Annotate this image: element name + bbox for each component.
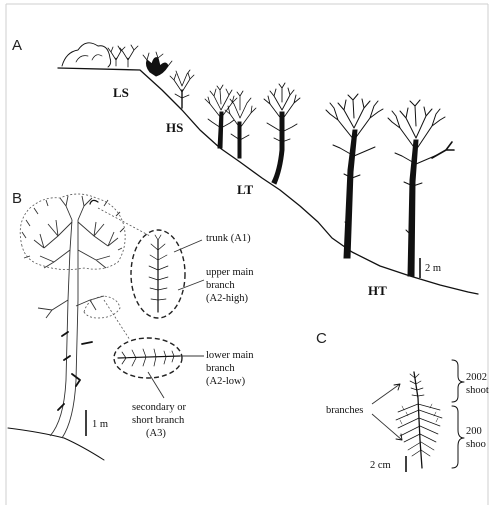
panel-c-shoot xyxy=(396,372,442,468)
ht-tree-2 xyxy=(388,100,454,276)
shoot-bottom-line2: shoo xyxy=(466,439,486,450)
panel-c-letter: C xyxy=(316,330,327,347)
scale-b-label: 1 m xyxy=(92,419,108,430)
ls-shrubs xyxy=(62,43,138,67)
label-upper-line1: upper main xyxy=(206,267,254,278)
panel-a-letter: A xyxy=(12,37,22,54)
ht-tree-1 xyxy=(326,94,383,258)
label-secondary-line1: secondary or xyxy=(132,402,186,413)
pointer-mark xyxy=(90,200,98,204)
shoot-top-line1: 2002 xyxy=(466,372,487,383)
lt-tree xyxy=(264,83,300,184)
panel-b-tree xyxy=(20,194,125,438)
inset-upper-branch xyxy=(131,230,185,318)
brace-top xyxy=(452,360,464,402)
label-lower-line3: (A2-low) xyxy=(206,376,246,387)
label-secondary-line3: (A3) xyxy=(146,428,166,439)
panel-b-ground xyxy=(8,428,104,460)
arrow-branches-down xyxy=(372,414,402,440)
label-upper-line3: (A2-high) xyxy=(206,293,248,304)
scale-c-label: 2 cm xyxy=(370,460,391,471)
zone-ht: HT xyxy=(368,283,387,298)
arrow-branches-up xyxy=(372,384,400,404)
zone-hs: HS xyxy=(166,120,183,135)
shoot-top-line2: shoot xyxy=(466,385,489,396)
zone-ls: LS xyxy=(113,85,129,100)
label-secondary-line2: short branch xyxy=(132,415,185,426)
shoot-bottom-line1: 200 xyxy=(466,426,482,437)
pointer-lower xyxy=(104,300,130,340)
leader-secondary xyxy=(148,372,164,398)
label-lower-line1: lower main xyxy=(206,350,254,361)
hs-tree-3 xyxy=(225,91,256,158)
label-branches: branches xyxy=(326,405,363,416)
pointer-upper xyxy=(98,208,150,236)
dark-shrub xyxy=(143,52,172,76)
brace-bottom xyxy=(452,406,464,468)
panel-b-letter: B xyxy=(12,190,22,207)
leader-upper xyxy=(178,280,204,290)
label-trunk: trunk (A1) xyxy=(206,233,251,244)
label-upper-line2: branch xyxy=(206,280,235,291)
label-lower-line2: branch xyxy=(206,363,235,374)
zone-lt: LT xyxy=(237,182,253,197)
scale-a-label: 2 m xyxy=(425,263,441,274)
